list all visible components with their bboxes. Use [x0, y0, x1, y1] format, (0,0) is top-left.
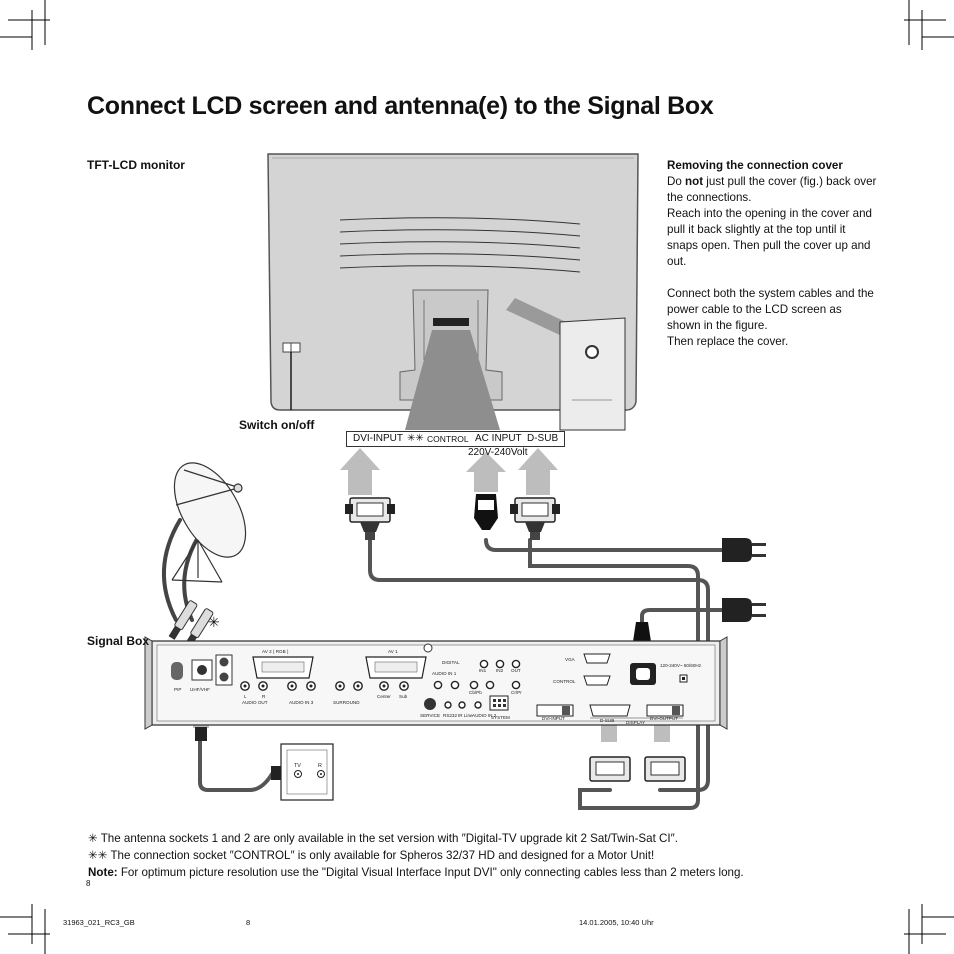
label-r: R	[262, 694, 266, 699]
sidebar-p1: Do not just pull the cover (fig.) back o…	[667, 174, 877, 206]
sidebar-instructions: Removing the connection cover Do not jus…	[667, 158, 877, 350]
sidebar-p1-pre: Do	[667, 175, 686, 188]
cables	[161, 518, 724, 810]
sidebar-p3: Connect both the system cables and the p…	[667, 287, 874, 332]
label-cb-pb: Cb/Pb	[469, 690, 482, 695]
footer-center: 8	[246, 918, 251, 927]
label-service: SERVICE	[420, 713, 440, 718]
note-1-mark: ✳	[88, 832, 98, 845]
label-audio-in1: AUDIO IN 1	[432, 671, 457, 676]
note-3-label: Note:	[88, 866, 118, 879]
label-uhf: UHF/VHF	[190, 687, 210, 692]
label-dvi-output: DVI-OUTPUT	[650, 716, 678, 721]
label-signal-box: Signal Box	[87, 634, 150, 648]
footer-right: 14.01.2005, 10:40 Uhr	[579, 918, 654, 927]
label-av1: AV 1	[388, 649, 398, 654]
satellite-dish-drawing	[171, 462, 247, 583]
note-1-text: The antenna sockets 1 and 2 are only ava…	[97, 832, 678, 845]
note-3-text: For optimum picture resolution use the "…	[117, 866, 744, 879]
label-in1: IN1	[479, 668, 487, 673]
tft-monitor-drawing	[267, 153, 639, 431]
sidebar-p4: Then replace the cover.	[667, 335, 789, 348]
label-switch: Switch on/off	[239, 418, 315, 432]
label-volt: 220V-240Volt	[468, 447, 528, 458]
connector-control: CONTROL	[427, 434, 469, 444]
label-rs: RS232	[443, 713, 457, 718]
label-center: Center	[377, 694, 391, 699]
label-sub: Sub	[399, 694, 408, 699]
note-2-text: The connection socket ″CONTROL″ is only …	[107, 849, 655, 862]
note-1: ✳ The antenna sockets 1 and 2 are only a…	[88, 830, 744, 847]
label-system: SYSTEM	[491, 715, 510, 720]
label-vga: VGA	[565, 657, 576, 662]
sidebar-heading: Removing the connection cover	[667, 159, 843, 172]
label-audio-in2: AUDIO IN 2	[472, 713, 497, 718]
connector-dvi: DVI-INPUT	[353, 433, 403, 444]
monitor-connector-bar: DVI-INPUT ✳✳ CONTROL AC INPUT D-SUB	[346, 431, 565, 447]
label-display: DISPLAY	[626, 720, 645, 725]
connector-dsub: D-SUB	[527, 433, 559, 444]
label-av2: AV 2 ( RGB )	[262, 649, 289, 654]
sidebar-p1-bold: not	[685, 175, 704, 188]
label-digital: DIGITAL	[442, 660, 460, 665]
label-pip: PIP	[174, 687, 181, 692]
signal-box-drawing: AV 2 ( RGB ) AV 1 PIP UHF/VHF AUDIO OUT …	[144, 636, 728, 730]
note-2-mark: ✳✳	[88, 849, 108, 862]
connector-ac: AC INPUT	[475, 433, 522, 444]
label-audio-out: AUDIO OUT	[242, 700, 268, 705]
label-antenna-star: ✳	[208, 614, 220, 630]
label-audio-in3: AUDIO IN 3	[289, 700, 314, 705]
label-tft-monitor: TFT-LCD monitor	[87, 158, 185, 172]
label-mains: 120-240V~ 50/60Hz	[660, 663, 702, 668]
footer-left: 31963_021_RC3_GB	[63, 918, 135, 927]
label-l: L	[244, 694, 247, 699]
page-title: Connect LCD screen and antenna(e) to the…	[87, 92, 714, 120]
label-ir: IR Line	[458, 713, 473, 718]
note-3: Note: For optimum picture resolution use…	[88, 864, 744, 881]
page-number: 8	[86, 879, 91, 888]
wall-socket-r-label: R	[318, 763, 322, 769]
label-dvi-input: DVI-INPUT	[542, 716, 565, 721]
wall-socket-tv-label: TV	[294, 763, 301, 769]
note-2: ✳✳ The connection socket ″CONTROL″ is on…	[88, 847, 744, 864]
sidebar-p1-post: just pull the cover (fig.) back over the…	[667, 175, 877, 204]
label-dsub: D-SUB	[600, 718, 614, 723]
footnotes: ✳ The antenna sockets 1 and 2 are only a…	[88, 830, 744, 881]
wall-socket-drawing: TV R	[280, 743, 334, 801]
label-surround: SURROUND	[333, 700, 360, 705]
connector-stars: ✳✳	[407, 433, 424, 444]
label-control: CONTROL	[553, 679, 576, 684]
plugs	[168, 494, 766, 782]
label-in2: IN2	[496, 668, 504, 673]
label-out: OUT	[511, 668, 521, 673]
sidebar-p2: Reach into the opening in the cover and …	[667, 207, 872, 268]
label-cr-pr: Cr/Pr	[511, 690, 522, 695]
